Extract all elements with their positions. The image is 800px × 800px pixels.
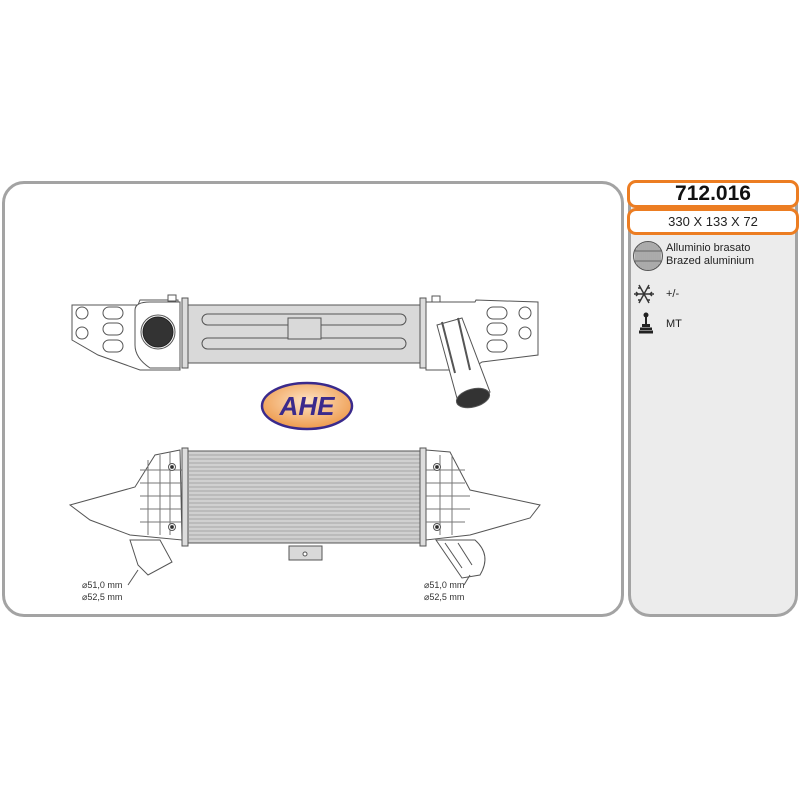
top-view <box>71 294 539 409</box>
spec-material-it: Alluminio brasato <box>666 242 751 254</box>
right-diameter-outer: ⌀52,5 mm <box>424 592 465 602</box>
gear-shift-icon <box>638 312 654 338</box>
spec-ac-value: +/- <box>666 288 680 300</box>
ahe-logo-text: AHE <box>279 391 335 421</box>
brazed-aluminium-icon <box>632 240 664 276</box>
part-number: 712.016 <box>675 182 751 205</box>
spec-material-en: Brazed aluminium <box>666 255 755 267</box>
left-diameter-inner: ⌀51,0 mm <box>82 580 123 590</box>
dimensions-box: 330 X 133 X 72 <box>627 208 799 235</box>
snowflake-icon <box>632 283 656 309</box>
dimensions: 330 X 133 X 72 <box>668 214 758 229</box>
front-view <box>68 447 541 579</box>
left-diameter-outer: ⌀52,5 mm <box>82 592 123 602</box>
ahe-logo <box>260 381 354 431</box>
part-number-box: 712.016 <box>627 180 799 208</box>
right-diameter-inner: ⌀51,0 mm <box>424 580 465 590</box>
spec-transmission-value: MT <box>666 318 682 330</box>
